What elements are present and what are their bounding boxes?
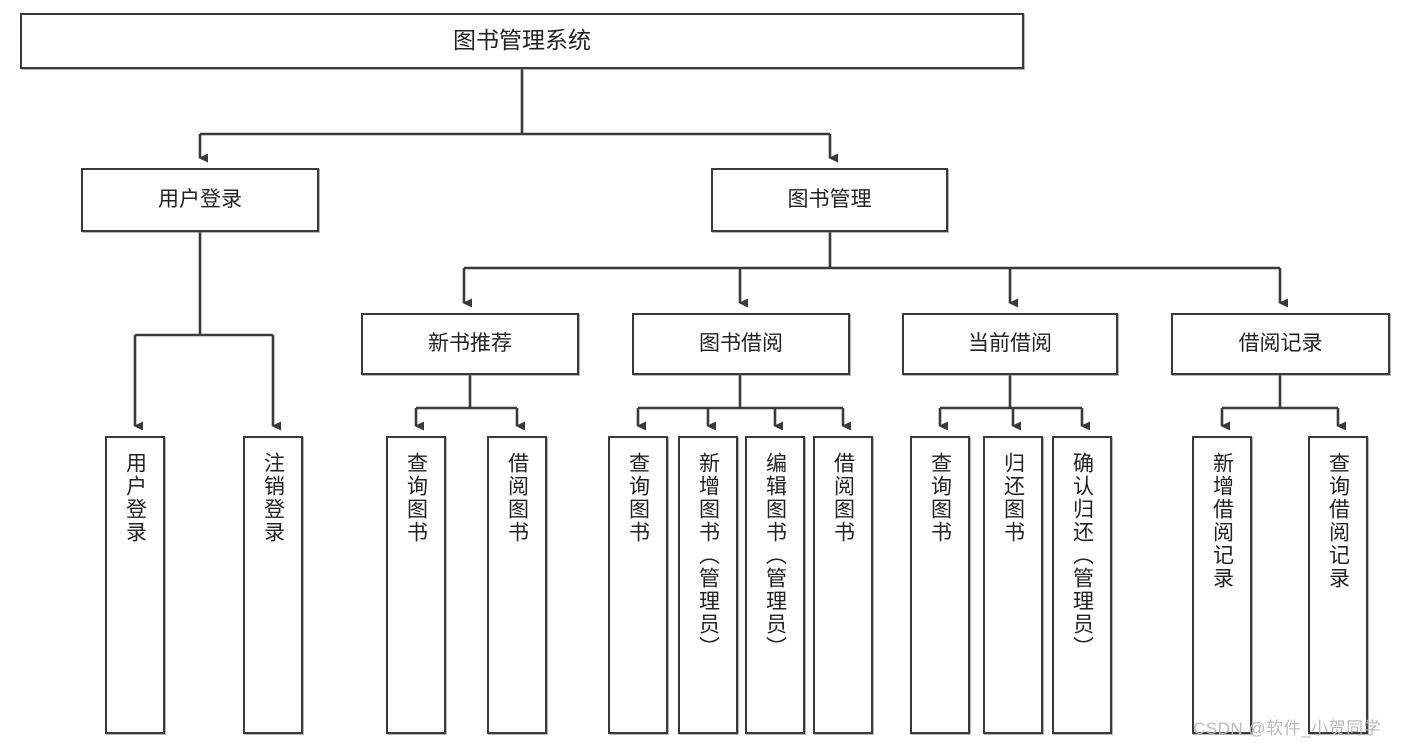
node-label: 查询图书 xyxy=(928,452,952,544)
node-new-book-recommend[interactable]: 新书推荐 xyxy=(361,313,579,375)
watermark-text: CSDN @软件_小贺同学 xyxy=(1193,719,1382,738)
node-leaf-query-book-borrow[interactable]: 查询图书 xyxy=(608,436,668,734)
node-label: 查询图书 xyxy=(626,452,650,544)
node-label: 编辑图书（管理员） xyxy=(763,452,787,659)
node-label: 新书推荐 xyxy=(428,331,512,355)
node-label: 借阅图书 xyxy=(505,452,529,544)
node-label: 图书借阅 xyxy=(699,331,783,355)
node-user-login[interactable]: 用户登录 xyxy=(81,168,319,232)
node-label: 归还图书 xyxy=(1001,452,1025,544)
node-book-manage[interactable]: 图书管理 xyxy=(711,168,948,232)
edges-userlogin-to-leaves xyxy=(133,232,281,431)
node-leaf-borrow-book[interactable]: 借阅图书 xyxy=(813,436,873,734)
node-root-system[interactable]: 图书管理系统 xyxy=(20,13,1024,69)
node-leaf-query-book-recommend[interactable]: 查询图书 xyxy=(386,436,446,734)
node-leaf-edit-book-admin[interactable]: 编辑图书（管理员） xyxy=(745,436,805,734)
node-leaf-logout[interactable]: 注销登录 xyxy=(243,436,303,734)
node-leaf-return-book[interactable]: 归还图书 xyxy=(983,436,1043,734)
node-leaf-query-book-current[interactable]: 查询图书 xyxy=(910,436,970,734)
node-label: 用户登录 xyxy=(158,187,242,211)
node-borrow-record[interactable]: 借阅记录 xyxy=(1171,313,1390,375)
node-label: 新增借阅记录 xyxy=(1210,452,1234,590)
node-leaf-borrow-book-recommend[interactable]: 借阅图书 xyxy=(487,436,547,734)
node-leaf-add-book-admin[interactable]: 新增图书（管理员） xyxy=(678,436,738,734)
node-label: 借阅图书 xyxy=(831,452,855,544)
edges-borrowrecord-to-leaves xyxy=(1220,375,1346,431)
node-label: 新增图书（管理员） xyxy=(696,452,720,659)
node-label: 注销登录 xyxy=(261,452,285,544)
edges-bookborrow-to-leaves xyxy=(636,375,851,431)
edges-currentborrow-to-leaves xyxy=(938,375,1090,431)
node-label: 确认归还（管理员） xyxy=(1070,452,1094,659)
node-label: 用户登录 xyxy=(123,452,147,544)
node-leaf-add-borrow-record[interactable]: 新增借阅记录 xyxy=(1192,436,1252,734)
node-label: 图书管理 xyxy=(787,187,872,211)
node-book-borrow[interactable]: 图书借阅 xyxy=(632,313,850,375)
node-leaf-confirm-return-admin[interactable]: 确认归还（管理员） xyxy=(1052,436,1112,734)
edges-booksystem-to-level3 xyxy=(462,232,1288,308)
node-current-borrow[interactable]: 当前借阅 xyxy=(902,313,1118,375)
node-label: 查询借阅记录 xyxy=(1326,452,1350,590)
node-label: 借阅记录 xyxy=(1238,331,1323,355)
node-leaf-query-borrow-record[interactable]: 查询借阅记录 xyxy=(1308,436,1368,734)
node-label: 当前借阅 xyxy=(968,331,1052,355)
edges-root-to-level2 xyxy=(198,69,838,163)
node-label: 查询图书 xyxy=(404,452,428,544)
node-label: 图书管理系统 xyxy=(453,27,591,54)
node-leaf-user-login[interactable]: 用户登录 xyxy=(105,436,165,734)
edges-newbook-to-leaves xyxy=(414,375,525,431)
